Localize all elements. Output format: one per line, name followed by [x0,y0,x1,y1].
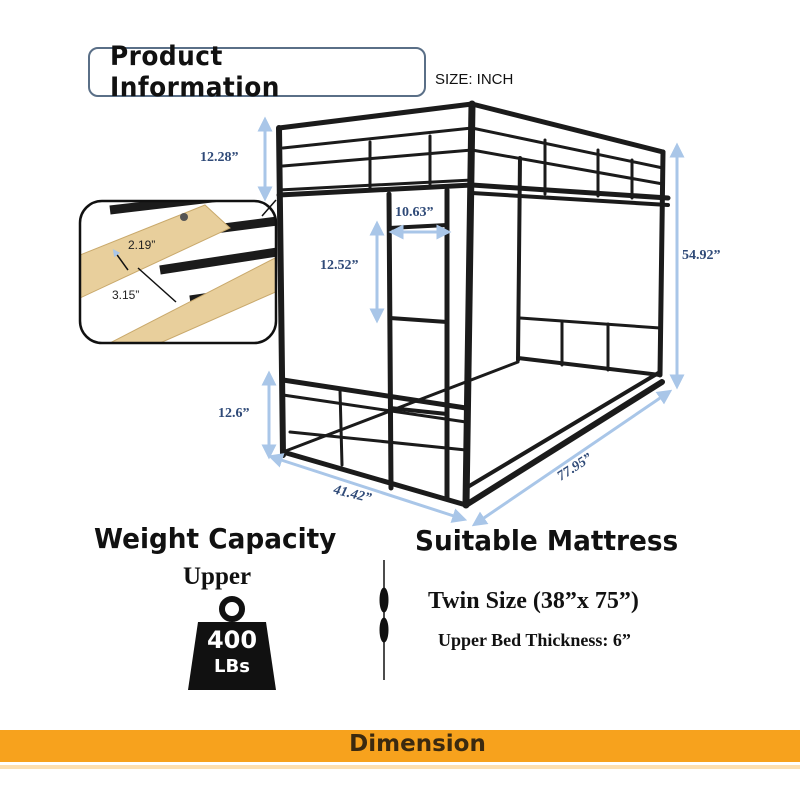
bed-frame [276,100,671,509]
mattress-size: Twin Size (38”x 75”) [428,588,639,614]
footer-band [0,730,800,762]
product-info-title-box: Product Information [88,41,426,103]
mattress-title: Suitable Mattress [415,524,679,557]
weight-amount: 400 [206,626,258,654]
inset-border [78,199,278,345]
dimension-lines [257,116,685,527]
footer-band-shadow [0,765,800,769]
dim-bottom-rail: 12.6” [218,406,250,421]
divider-ornament [379,560,389,680]
slat-gap-label: 3.15” [112,288,140,302]
dim-guardrail-height: 12.28” [200,150,239,165]
weight-capacity-level: Upper [183,563,252,590]
slat-width-label: 2.19” [128,238,156,252]
weight-icon [188,596,276,690]
size-unit-label: SIZE: INCH [435,71,514,88]
mattress-thickness: Upper Bed Thickness: 6” [438,630,631,650]
footer-label: Dimension [349,731,486,757]
weight-capacity-title: Weight Capacity [94,522,337,555]
page-title: Product Information [110,41,280,103]
dim-total-height: 54.92” [682,248,721,263]
dim-ladder-step: 12.52” [320,258,359,273]
dim-ladder-width: 10.63” [395,205,434,220]
slat-inset [80,201,276,343]
weight-unit: LBs [214,656,250,677]
